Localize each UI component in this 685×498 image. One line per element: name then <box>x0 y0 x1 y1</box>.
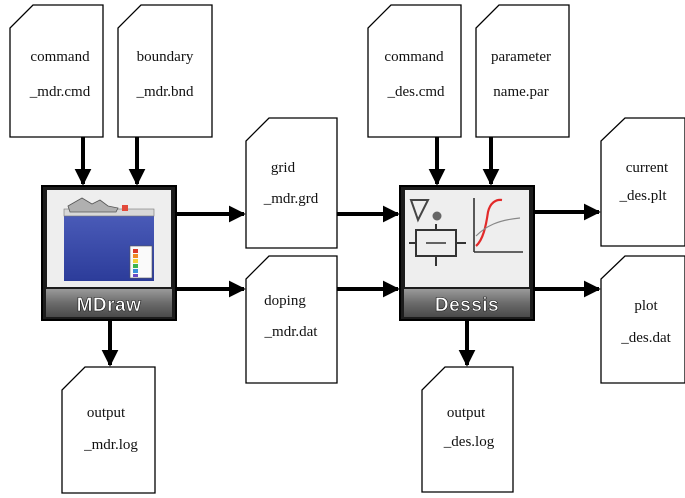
dessis-solver-icon <box>409 198 523 266</box>
file-name-line1: current <box>626 160 669 176</box>
file-name-line1: command <box>384 49 444 65</box>
document-shape <box>421 366 514 493</box>
file-command-des: command _des.cmd <box>367 4 462 138</box>
file-name-line1: boundary <box>137 49 194 65</box>
document-shape <box>600 117 685 247</box>
file-name-line1: output <box>87 405 126 421</box>
file-doping-mdr: doping _mdr.dat <box>245 255 338 384</box>
file-name-line1: doping <box>264 293 306 309</box>
document-shape <box>367 4 462 138</box>
tool-dessis: Dessis <box>399 185 535 321</box>
tool-mdraw: MDraw <box>41 185 177 321</box>
file-command-mdr: command _mdr.cmd <box>9 4 104 138</box>
file-boundary-mdr: boundary _mdr.bnd <box>117 4 213 138</box>
file-output-des: output _des.log <box>421 366 514 493</box>
file-name-line2: _des.log <box>443 434 495 450</box>
file-name-line2: _des.dat <box>620 330 671 346</box>
file-name-line2: _mdr.log <box>83 437 138 453</box>
document-shape <box>475 4 570 138</box>
tool-label-mdraw: MDraw <box>77 295 142 316</box>
file-name-line1: output <box>447 405 486 421</box>
document-shape <box>9 4 104 138</box>
file-name-line2: _mdr.cmd <box>29 84 91 100</box>
tool-label-band <box>46 289 172 317</box>
document-shape <box>600 255 685 384</box>
file-name-line2: _mdr.dat <box>264 324 319 340</box>
file-name-line2: _des.plt <box>618 188 667 204</box>
document-shape <box>117 4 213 138</box>
file-name-line1: command <box>30 49 90 65</box>
file-plot-des: plot _des.dat <box>600 255 685 384</box>
file-name-line1: plot <box>634 298 658 314</box>
document-shape <box>61 366 156 494</box>
file-name-line1: parameter <box>491 49 551 65</box>
tool-label-dessis: Dessis <box>435 295 499 316</box>
file-current-des: current _des.plt <box>600 117 685 247</box>
tool-screen <box>405 190 529 287</box>
flow-arrows <box>74 137 601 367</box>
file-name-line1: grid <box>271 160 296 176</box>
file-name-line2: name.par <box>493 84 548 100</box>
file-name-line2: _mdr.bnd <box>135 84 194 100</box>
document-shape <box>245 255 338 384</box>
mdraw-device-icon <box>63 197 155 281</box>
file-output-mdr: output _mdr.log <box>61 366 156 494</box>
file-grid-mdr: grid _mdr.grd <box>245 117 338 249</box>
file-name-line2: _des.cmd <box>386 84 445 100</box>
file-name-line2: _mdr.grd <box>263 191 319 207</box>
tool-label-band <box>404 289 530 317</box>
document-shape <box>245 117 338 249</box>
file-parameter-des: parameter name.par <box>475 4 570 138</box>
